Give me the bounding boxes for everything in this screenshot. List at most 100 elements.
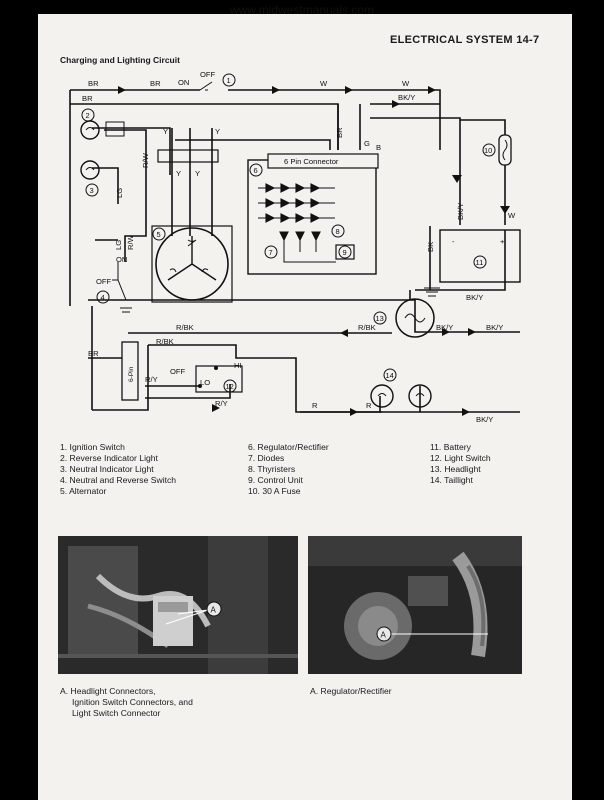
svg-text:2: 2 xyxy=(86,111,90,120)
battery: - + xyxy=(424,229,521,297)
svg-text:8: 8 xyxy=(336,227,340,236)
wire-label: R/W xyxy=(126,234,135,250)
svg-text:1: 1 xyxy=(227,76,231,85)
legend-item: 4. Neutral and Reverse Switch xyxy=(60,475,177,485)
svg-text:HI: HI xyxy=(234,361,242,370)
wire-label: R/BK xyxy=(156,337,174,346)
headlight xyxy=(395,298,435,338)
svg-text:11: 11 xyxy=(476,258,484,267)
wire-label: W xyxy=(320,79,328,88)
wire-label: BR xyxy=(335,127,344,138)
svg-text:OFF: OFF xyxy=(96,277,112,286)
neutral-switch-symbol xyxy=(112,262,127,301)
legend-item: 6. Regulator/Rectifier xyxy=(248,442,329,452)
wire-label: Y xyxy=(215,127,220,136)
photo-left-caption: A. Headlight Connectors, Ignition Switch… xyxy=(60,686,193,718)
legend-item: 2. Reverse Indicator Light xyxy=(60,453,158,463)
photo-right-caption: A. Regulator/Rectifier xyxy=(310,686,392,696)
svg-text:OFF: OFF xyxy=(170,367,186,376)
wire-label: BK/Y xyxy=(456,203,465,220)
wire-labels: BR BR BR W W BK/Y BR G B Y Y Y Y R/W LG … xyxy=(82,79,516,424)
legend-item: 12. Light Switch xyxy=(430,453,491,463)
wire-label: R/Y xyxy=(145,375,158,384)
svg-text:4: 4 xyxy=(101,293,105,302)
wire-label: R xyxy=(366,401,372,410)
connector-symbols xyxy=(118,86,510,416)
legend-item: 10. 30 A Fuse xyxy=(248,486,301,496)
wire-label: BR xyxy=(82,94,93,103)
svg-text:OFF: OFF xyxy=(200,70,216,79)
wire-label: W xyxy=(402,79,410,88)
component-numbers: 1 2 3 4 5 6 7 8 9 10 11 12 13 14 xyxy=(81,73,496,393)
ignition-switch-symbol xyxy=(199,81,213,91)
connector-label: 6 Pin Connector xyxy=(284,157,339,166)
wire-label: Y xyxy=(195,169,200,178)
wire-label: BK/Y xyxy=(486,323,503,332)
wire-label: B xyxy=(376,143,381,152)
regulator-rectifier: 6 Pin Connector xyxy=(157,149,379,275)
legend-item: 1. Ignition Switch xyxy=(60,442,125,452)
legend-item: 8. Thyristers xyxy=(248,464,296,474)
svg-text:3: 3 xyxy=(90,186,94,195)
wire-label: BK/Y xyxy=(436,323,453,332)
wire-label: R/Y xyxy=(215,399,228,408)
svg-text:9: 9 xyxy=(343,248,347,257)
indicator-lights xyxy=(80,120,125,180)
fuse xyxy=(498,134,512,166)
photo-marker: A xyxy=(381,631,387,640)
wire-label: G xyxy=(364,139,370,148)
section-header: ELECTRICAL SYSTEM 14-7 xyxy=(390,34,540,46)
ground-symbol xyxy=(120,307,132,313)
svg-text:LO: LO xyxy=(200,378,210,387)
wire-label: LG xyxy=(114,240,123,250)
wire-label: W xyxy=(508,211,516,220)
six-pin-connector: 6-Pin xyxy=(121,341,139,401)
svg-text:10: 10 xyxy=(484,146,492,155)
legend-col-1: 1. Ignition Switch 2. Reverse Indicator … xyxy=(60,442,176,497)
legend-item: 7. Diodes xyxy=(248,453,285,463)
alternator xyxy=(151,225,233,303)
legend-item: 14. Taillight xyxy=(430,475,473,485)
wire-label: LG xyxy=(115,188,124,198)
wire-label: BK/Y xyxy=(398,93,415,102)
svg-text:ON: ON xyxy=(178,78,189,87)
svg-text:6: 6 xyxy=(254,166,258,175)
legend-item: 9. Control Unit xyxy=(248,475,303,485)
wire-label: BK/Y xyxy=(476,415,493,424)
wire-label: BK xyxy=(426,242,435,252)
svg-text:12: 12 xyxy=(226,382,234,391)
svg-text:5: 5 xyxy=(157,230,161,239)
legend-item: 5. Alternator xyxy=(60,486,107,496)
svg-text:14: 14 xyxy=(386,371,394,380)
wire-label: R xyxy=(312,401,318,410)
wire-label: BR xyxy=(88,79,99,88)
wire-label: BK/Y xyxy=(466,293,483,302)
wire-label: R/W xyxy=(141,152,150,168)
wiring-diagram: 6 Pin Connector - + xyxy=(69,70,521,424)
wire-label: R/BK xyxy=(358,323,376,332)
diagram-title: Charging and Lighting Circuit xyxy=(60,55,180,65)
svg-text:ON: ON xyxy=(116,255,127,264)
svg-text:7: 7 xyxy=(269,248,273,257)
svg-text:-: - xyxy=(452,237,455,246)
wire-label: BR xyxy=(150,79,161,88)
wire-label: R/BK xyxy=(176,323,194,332)
wire-label: BR xyxy=(88,349,99,358)
photo-regulator-rectifier: A xyxy=(308,536,522,674)
svg-text:13: 13 xyxy=(376,314,384,323)
legend-item: 3. Neutral Indicator Light xyxy=(60,464,154,474)
light-switch xyxy=(195,365,243,393)
legend-item: 11. Battery xyxy=(430,442,471,452)
svg-text:+: + xyxy=(500,237,505,246)
svg-text:6-Pin: 6-Pin xyxy=(128,366,135,382)
wire-label: Y xyxy=(163,127,168,136)
photo-marker: A xyxy=(211,606,217,615)
photo-headlight-connectors: A xyxy=(58,536,298,674)
taillights xyxy=(370,384,432,408)
legend-col-2: 6. Regulator/Rectifier 7. Diodes 8. Thyr… xyxy=(248,442,329,497)
legend-col-3: 11. Battery 12. Light Switch 13. Headlig… xyxy=(430,442,491,486)
wire-label: Y xyxy=(176,169,181,178)
legend-item: 13. Headlight xyxy=(430,464,481,474)
website-url[interactable]: www.midwestmanuals.com xyxy=(229,3,375,17)
